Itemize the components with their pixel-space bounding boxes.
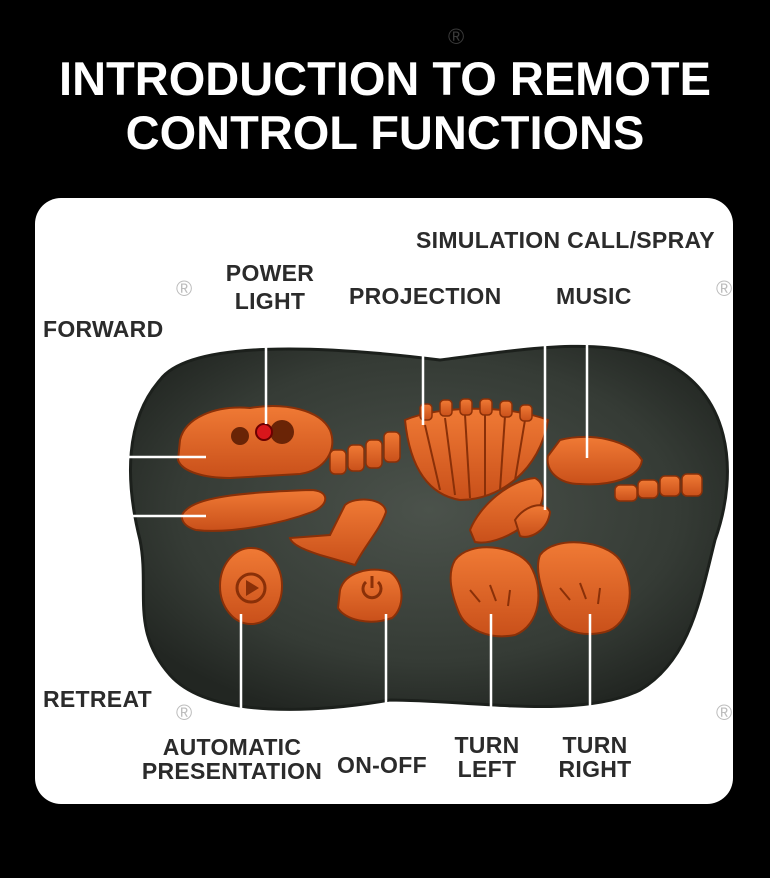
skull-eye-socket xyxy=(231,427,249,445)
on-off-button[interactable] xyxy=(336,568,403,623)
label-automatic-presentation-line-2: PRESENTATION xyxy=(141,758,323,784)
label-music: MUSIC xyxy=(556,283,632,309)
play-icon xyxy=(235,572,267,604)
power-light-indicator xyxy=(255,423,273,441)
neck-vertebrae xyxy=(329,431,401,475)
spine-bumps xyxy=(419,398,533,422)
right-foot-toes xyxy=(559,582,601,605)
label-turn-left-line-2: LEFT xyxy=(457,756,517,782)
label-retreat: RETREAT xyxy=(43,686,153,712)
forward-button[interactable] xyxy=(176,405,334,480)
watermark-registered: ® xyxy=(176,700,193,725)
label-power-light: POWER LIGHT xyxy=(222,261,318,313)
power-icon xyxy=(361,576,383,600)
label-turn-right-line-2: RIGHT xyxy=(558,756,632,782)
label-turn-left-line-1: TURN xyxy=(454,732,520,758)
watermark-registered: ® xyxy=(716,700,733,725)
label-projection: PROJECTION xyxy=(349,283,502,309)
simulation-call-spray-button[interactable] xyxy=(468,476,545,544)
page-title: INTRODUCTION TO REMOTE CONTROL FUNCTIONS xyxy=(0,52,770,160)
turn-left-button[interactable] xyxy=(449,546,540,638)
label-turn-right-line-1: TURN xyxy=(562,732,628,758)
turn-right-button[interactable] xyxy=(537,541,631,635)
retreat-button[interactable] xyxy=(180,488,327,532)
title-line-2: CONTROL FUNCTIONS xyxy=(125,106,645,159)
title-line-1: INTRODUCTION TO REMOTE xyxy=(59,52,711,105)
label-power-light-line-1: POWER xyxy=(225,260,315,286)
watermark-registered: ® xyxy=(176,276,193,301)
label-turn-right: TURN RIGHT xyxy=(552,733,638,781)
rib-lines xyxy=(424,414,526,499)
label-forward: FORWARD xyxy=(43,316,164,342)
watermark-registered: ® xyxy=(448,24,465,49)
arm-bone xyxy=(288,498,388,567)
music-button[interactable] xyxy=(546,436,644,486)
skull-eye-socket xyxy=(270,420,294,444)
label-power-light-line-2: LIGHT xyxy=(234,288,306,314)
tail-vertebrae xyxy=(614,473,703,502)
label-on-off: ON-OFF xyxy=(337,752,427,778)
label-turn-left: TURN LEFT xyxy=(448,733,526,781)
watermark-registered: ® xyxy=(716,276,733,301)
label-automatic-presentation-line-1: AUTOMATIC xyxy=(162,734,302,760)
leg-bone xyxy=(513,504,552,538)
label-simulation-call-spray: SIMULATION CALL/SPRAY xyxy=(416,227,715,253)
label-automatic-presentation: AUTOMATIC PRESENTATION xyxy=(132,735,332,783)
leader-lines xyxy=(94,262,592,744)
left-foot-toes xyxy=(469,584,511,607)
